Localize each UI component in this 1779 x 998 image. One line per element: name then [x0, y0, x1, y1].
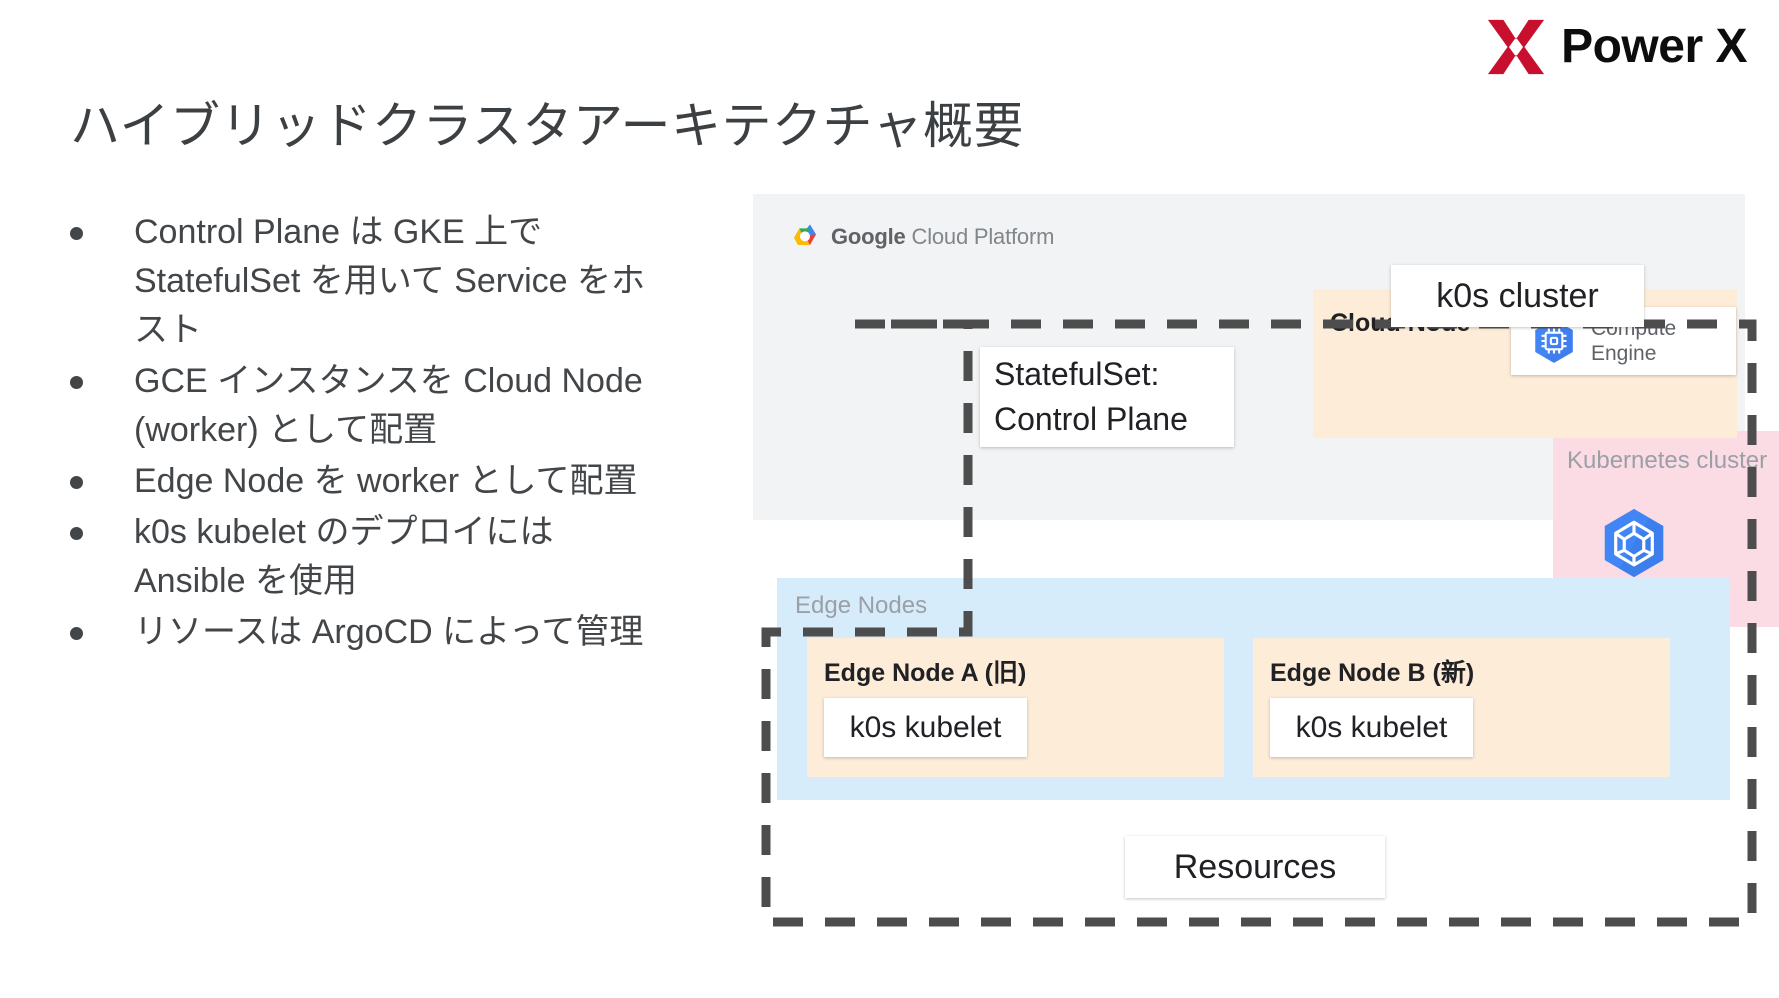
gcp-logo: Google Cloud Platform — [790, 221, 1054, 253]
kubernetes-cluster-label: Kubernetes cluster — [1567, 447, 1768, 474]
edge-node-a-kubelet-box: k0s kubelet — [824, 698, 1027, 757]
edge-node-b: Edge Node B (新) k0s kubelet — [1253, 638, 1670, 777]
bullet-dot-icon — [70, 375, 83, 389]
list-item: GCE インスタンスを Cloud Node (worker) として配置 — [62, 357, 662, 455]
brand-logo: Power X — [1485, 16, 1747, 78]
compute-engine-icon — [1535, 319, 1573, 363]
k0s-cluster-card: k0s cluster — [1391, 265, 1644, 327]
bullet-dot-icon — [70, 227, 83, 240]
kubernetes-engine-icon — [1604, 508, 1664, 578]
list-item: リソースは ArgoCD によって管理 — [62, 608, 662, 657]
edge-nodes-panel: Edge Nodes Edge Node A (旧) k0s kubelet E… — [777, 578, 1730, 800]
bullet-dot-icon — [70, 475, 83, 489]
statefulset-control-plane-card: StatefulSet: Control Plane — [980, 347, 1234, 447]
list-item: Edge Node を worker として配置 — [62, 457, 662, 506]
edge-node-a: Edge Node A (旧) k0s kubelet — [807, 638, 1224, 777]
resources-card: Resources — [1125, 836, 1385, 898]
list-item-text: Edge Node を worker として配置 — [134, 461, 638, 500]
gcp-wordmark: Google Cloud Platform — [831, 224, 1054, 250]
brand-name: Power X — [1561, 20, 1747, 73]
list-item-text: k0s kubelet のデプロイには Ansible を使用 — [134, 512, 554, 600]
google-cloud-hexagon-icon — [794, 224, 816, 245]
list-item-text: Control Plane は GKE 上で StatefulSet を用いて … — [134, 213, 646, 349]
edge-node-b-label: Edge Node B (新) — [1270, 659, 1475, 687]
gcp-wordmark-bold: Google — [831, 224, 906, 249]
edge-node-b-kubelet-box: k0s kubelet — [1270, 698, 1473, 757]
edge-nodes-label: Edge Nodes — [795, 592, 928, 619]
edge-node-a-label: Edge Node A (旧) — [824, 659, 1027, 687]
list-item-text: GCE インスタンスを Cloud Node (worker) として配置 — [134, 361, 643, 449]
power-x-mark-icon — [1488, 19, 1545, 75]
bullet-dot-icon — [70, 526, 83, 540]
cloud-node-panel: Cloud Node Compute Engine — [1313, 289, 1737, 438]
list-item: Control Plane は GKE 上で StatefulSet を用いて … — [62, 208, 662, 355]
list-item: k0s kubelet のデプロイには Ansible を使用 — [62, 508, 662, 606]
list-item-text: リソースは ArgoCD によって管理 — [134, 612, 644, 651]
page-title: ハイブリッドクラスタアーキテクチャ概要 — [70, 98, 1024, 154]
gcp-wordmark-light: Cloud Platform — [911, 224, 1055, 249]
bullet-dot-icon — [70, 626, 83, 640]
bullet-list: Control Plane は GKE 上で StatefulSet を用いて … — [62, 208, 662, 659]
